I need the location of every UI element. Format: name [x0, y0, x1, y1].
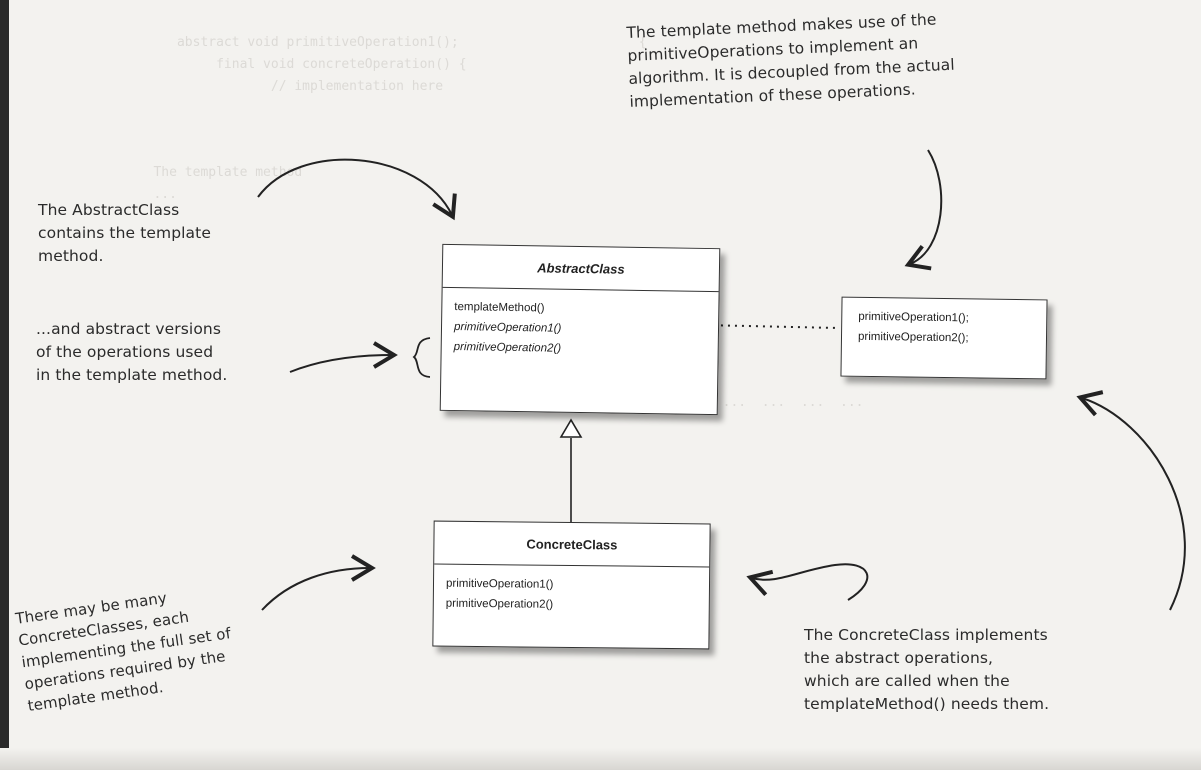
background-ghost-text: abstract void primitiveOperation1(); { f… — [176, 35, 647, 94]
annotation-line: the abstract operations, — [804, 649, 994, 667]
concrete-class-box: ConcreteClass primitiveOperation1() prim… — [432, 520, 711, 650]
annotation-line: which are called when the — [804, 672, 1010, 690]
arrow-concrete-impl — [746, 563, 869, 601]
annotation-line: The ConcreteClass implements — [804, 626, 1048, 644]
page-edge — [0, 0, 9, 770]
annotation-template-method: The template method makes use of the pri… — [626, 4, 1050, 114]
abstract-op-primitive-2: primitiveOperation2() — [453, 341, 562, 355]
brace — [412, 337, 431, 378]
page-bottom-edge — [0, 748, 1201, 770]
arrow-right-side — [1076, 390, 1186, 611]
arrow-many-concrete — [261, 554, 376, 611]
operations-box-primitive-1: primitiveOperation1(); — [858, 310, 969, 325]
inheritance-triangle — [559, 418, 583, 438]
annotation-line: The AbstractClass — [38, 201, 180, 219]
annotation-line: in the template method. — [36, 366, 228, 384]
annotation-line: ...and abstract versions — [36, 320, 222, 338]
annotation-abstract-ops: ...and abstract versions of the operatio… — [36, 318, 286, 387]
annotation-line: contains the template — [38, 224, 211, 242]
background-ghost-text: The template method ... — [153, 165, 303, 202]
annotation-concrete-impl: The ConcreteClass implements the abstrac… — [804, 624, 1134, 716]
operations-box: primitiveOperation1(); primitiveOperatio… — [840, 296, 1048, 380]
annotation-line: templateMethod() needs them. — [804, 695, 1050, 713]
abstract-class-box: AbstractClass templateMethod() primitive… — [439, 243, 721, 416]
arrow-abstract-note — [257, 158, 457, 221]
concrete-class-name: ConcreteClass — [434, 521, 710, 568]
operations-box-primitive-2: primitiveOperation2(); — [857, 330, 969, 345]
annotation-line: of the operations used — [36, 343, 214, 361]
arrow-abstract-ops — [289, 341, 398, 373]
arrow-template-note — [904, 149, 943, 271]
abstract-class-name: AbstractClass — [442, 244, 720, 293]
concrete-op-primitive-1: primitiveOperation1() — [445, 577, 554, 591]
background-ghost-text: ... ... ... ... — [722, 395, 864, 410]
concrete-op-primitive-2: primitiveOperation2() — [445, 597, 554, 611]
annotation-line: method. — [38, 247, 104, 265]
dotted-connector — [566, 321, 839, 329]
annotation-abstract-class: The AbstractClass contains the template … — [38, 199, 268, 268]
